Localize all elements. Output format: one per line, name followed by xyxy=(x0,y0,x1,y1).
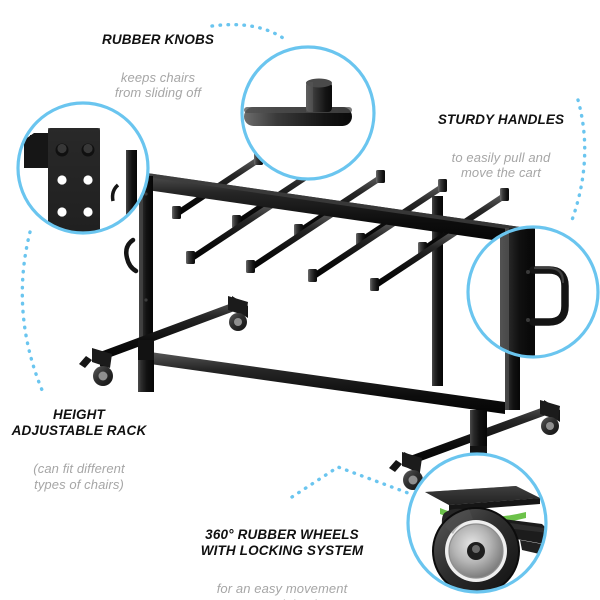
leader-line-rubber-wheels xyxy=(290,465,410,499)
cart-upright-left xyxy=(139,176,153,374)
callout-subtitle: (can fit different types of chairs) xyxy=(33,460,125,492)
rubber-knob xyxy=(186,251,379,291)
bracket-hole xyxy=(57,175,93,217)
callout-rubber-wheels: 360° RUBBER WHEELS WITH LOCKING SYSTEM f… xyxy=(184,507,380,600)
cart-bottom-rail xyxy=(150,352,505,414)
leader-line-height-rack xyxy=(20,230,44,392)
callout-title: HEIGHT ADJUSTABLE RACK xyxy=(11,406,147,438)
cart-top-rail-front xyxy=(140,172,520,244)
bracket-bolt xyxy=(55,143,95,157)
detail-circle-rubber-knob xyxy=(240,45,376,181)
caster-wheel xyxy=(79,348,113,386)
cart-cross-bars-front xyxy=(186,200,461,291)
detail-circle-outline xyxy=(466,225,600,359)
leader-line-rubber-knobs xyxy=(210,22,288,42)
callout-subtitle: for an easy movement & secure it in plac… xyxy=(216,580,348,600)
caster-wheel xyxy=(540,400,560,435)
detail-circle-locking-caster xyxy=(406,452,548,594)
detail-circle-outline xyxy=(240,45,376,181)
callout-height-adjustable-rack: HEIGHT ADJUSTABLE RACK (can fit differen… xyxy=(0,387,158,512)
adjustment-pin xyxy=(124,237,139,274)
detail-circle-adjustable-bracket xyxy=(16,101,150,235)
detail-circle-outline xyxy=(16,101,150,235)
callout-rubber-knobs: RUBBER KNOBS keeps chairs from sliding o… xyxy=(78,12,238,121)
leader-lines xyxy=(20,22,587,499)
cart-leg-brace-left xyxy=(138,360,154,392)
cart-leg-brace-right xyxy=(470,410,487,446)
detail-circle-outline xyxy=(406,452,548,594)
callout-subtitle: to easily pull and move the cart xyxy=(451,149,551,181)
callout-sturdy-handles: STURDY HANDLES to easily pull and move t… xyxy=(418,92,584,201)
caster-wheel xyxy=(228,296,248,331)
detail-circle-sturdy-handle xyxy=(466,225,600,359)
callout-title: RUBBER KNOBS xyxy=(101,31,215,47)
callout-title: STURDY HANDLES xyxy=(437,111,565,127)
cart-frame xyxy=(79,152,560,490)
callout-subtitle: keeps chairs from sliding off xyxy=(114,69,202,101)
caster-wheel xyxy=(389,452,423,490)
callout-title: 360° RUBBER WHEELS WITH LOCKING SYSTEM xyxy=(200,526,364,558)
cart-upright-rear-right xyxy=(432,196,443,386)
